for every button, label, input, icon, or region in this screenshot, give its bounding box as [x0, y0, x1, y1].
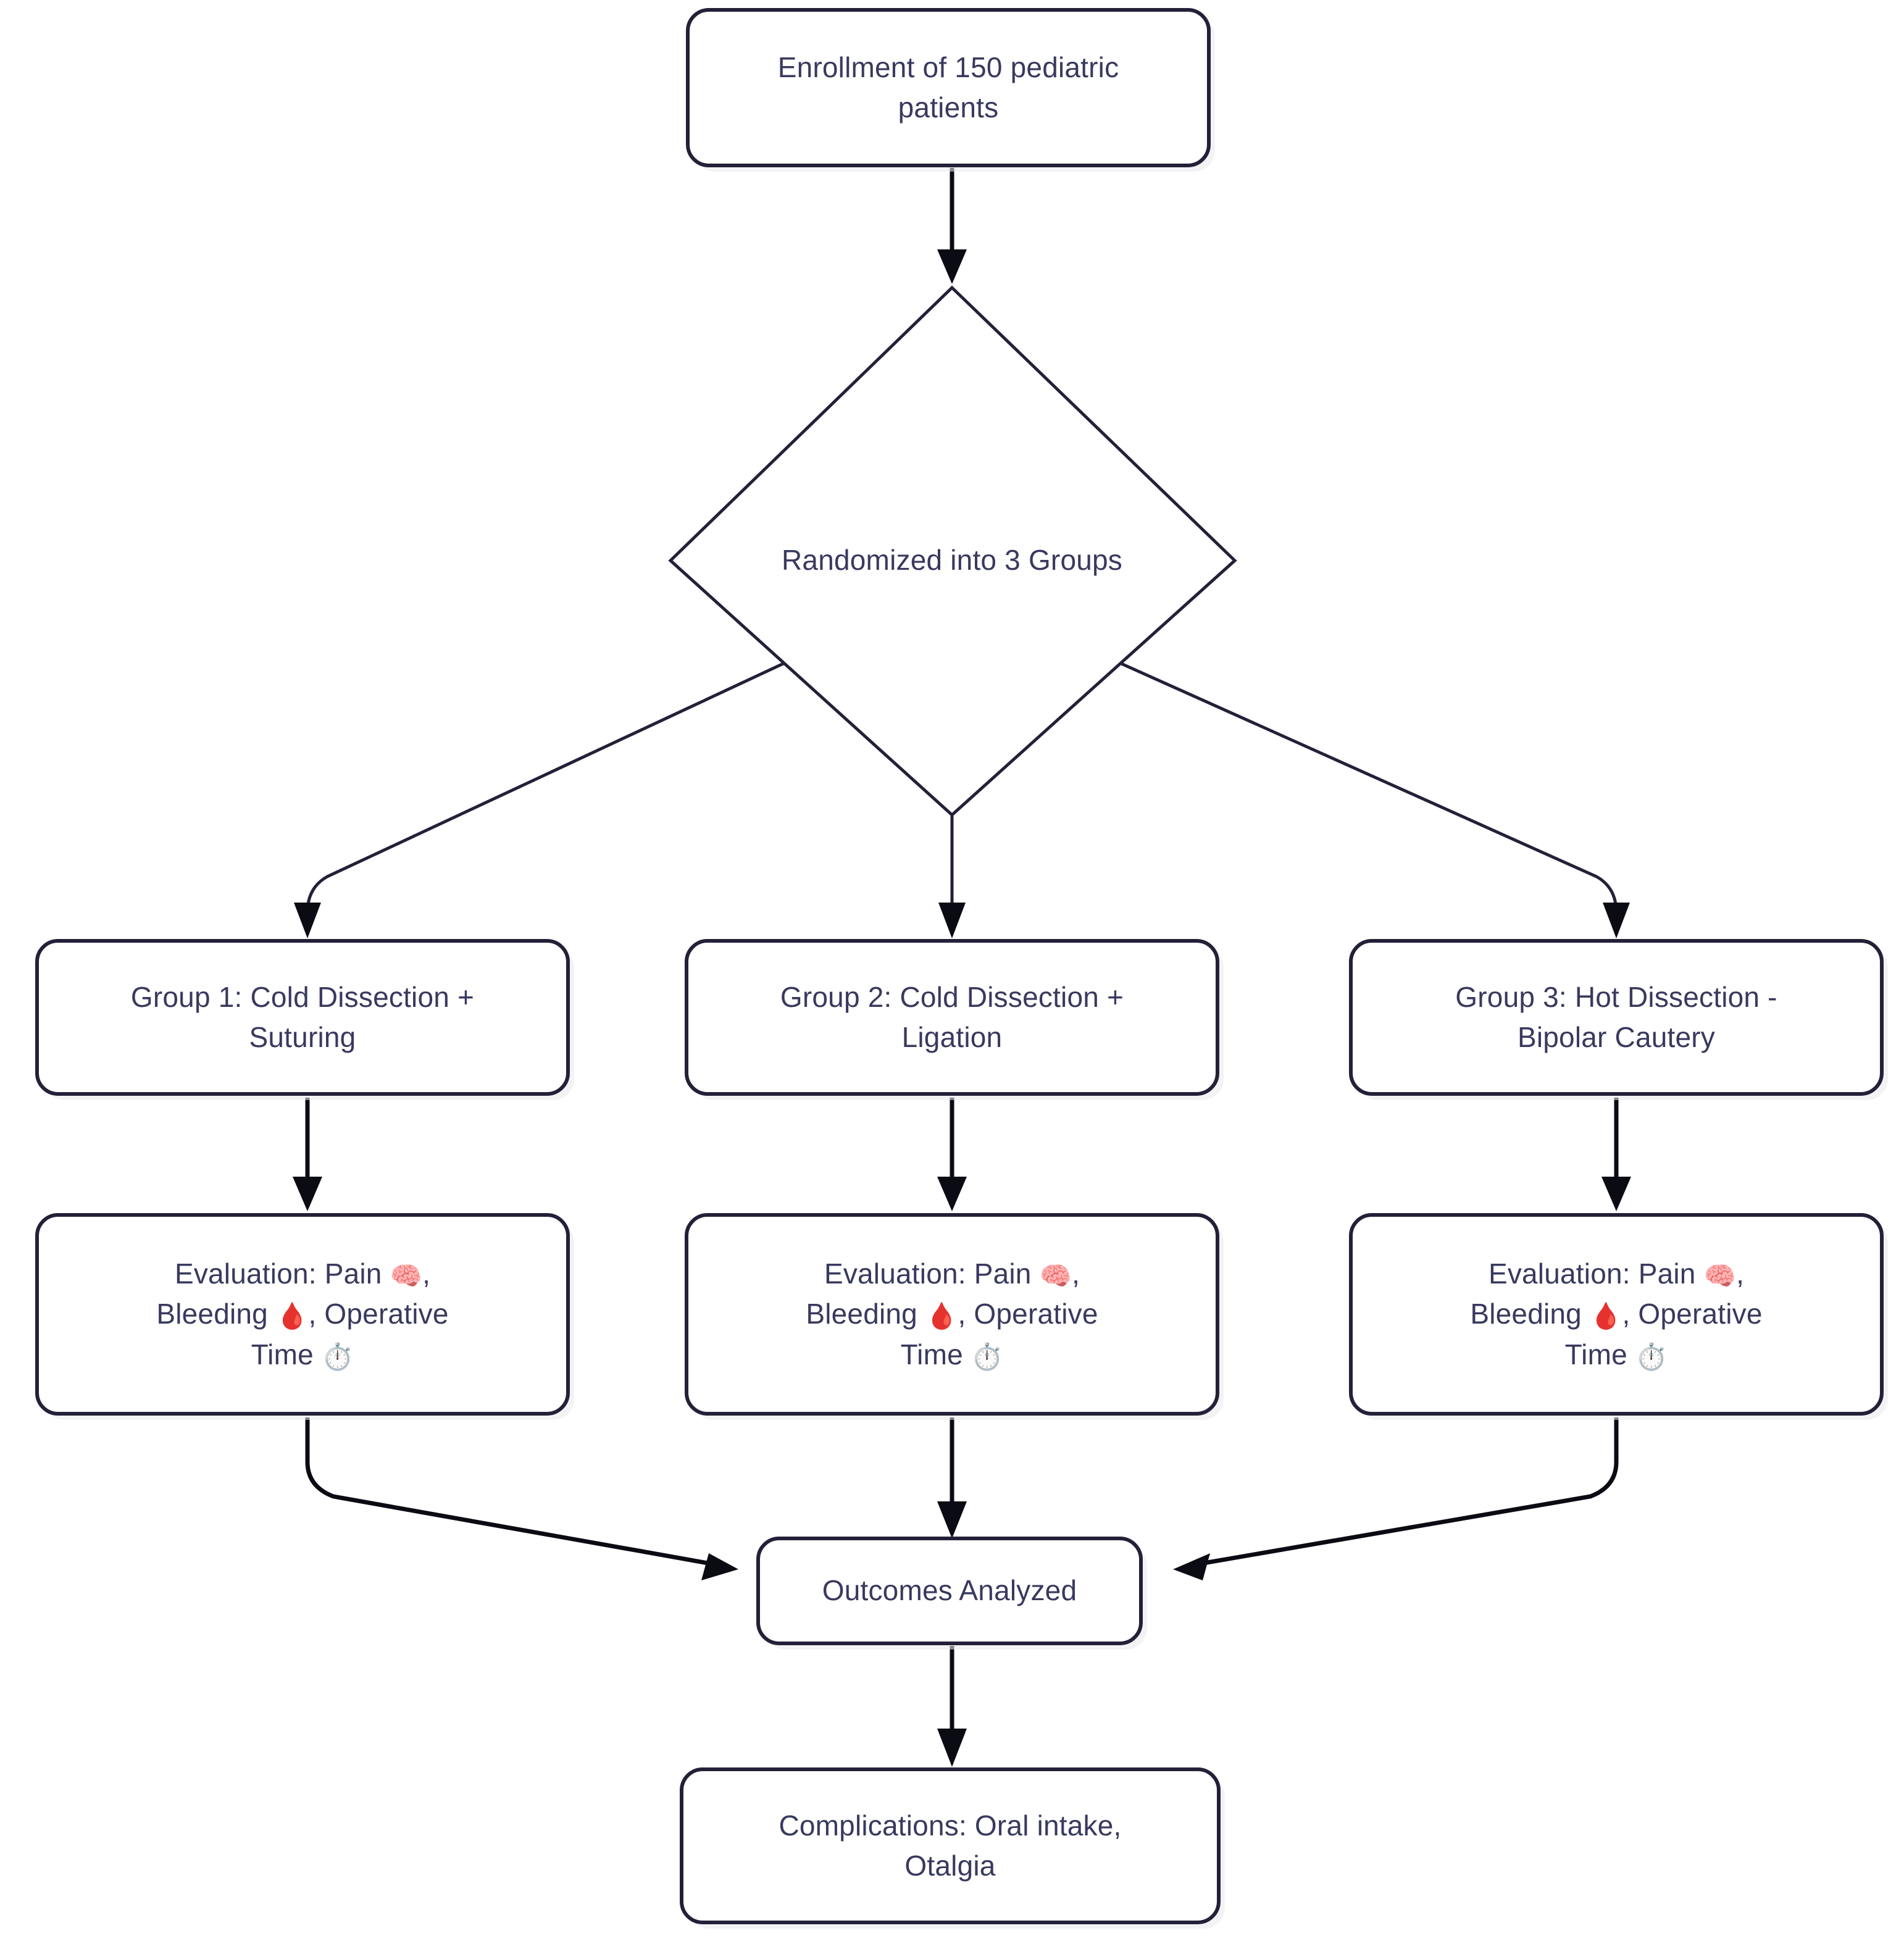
- node-group1-shape[interactable]: [35, 939, 574, 1100]
- node-group2-shape[interactable]: [685, 939, 1224, 1100]
- node-group3-shape[interactable]: [1349, 939, 1888, 1100]
- edge-outcomes-to-complications: [937, 1646, 967, 1767]
- edge-randomized-to-group2: [938, 815, 966, 938]
- node-eval1-shape[interactable]: [35, 1213, 574, 1420]
- edge-group2-to-eval2: [937, 1098, 967, 1211]
- edge-group: [293, 168, 1631, 1767]
- node-randomized-shape[interactable]: [668, 285, 1237, 817]
- edge-randomized-to-group3: [1106, 656, 1630, 938]
- node-eval2-shape[interactable]: [685, 1213, 1224, 1420]
- edge-group3-to-eval3: [1601, 1098, 1631, 1211]
- node-outcomes-shape[interactable]: [756, 1537, 1147, 1650]
- edge-eval2-to-outcomes: [937, 1417, 967, 1538]
- edge-eval1-to-outcomes: [305, 1417, 738, 1580]
- node-enrollment-shape[interactable]: [686, 8, 1215, 172]
- node-shape-group: [35, 8, 1888, 1929]
- edge-randomized-to-group1: [294, 656, 798, 938]
- edge-eval3-to-outcomes: [1173, 1417, 1619, 1580]
- node-eval3-shape[interactable]: [1349, 1213, 1888, 1420]
- node-complications-shape[interactable]: [680, 1767, 1225, 1929]
- edge-group1-to-eval1: [293, 1098, 322, 1211]
- edge-enrollment-to-randomized: [937, 168, 967, 284]
